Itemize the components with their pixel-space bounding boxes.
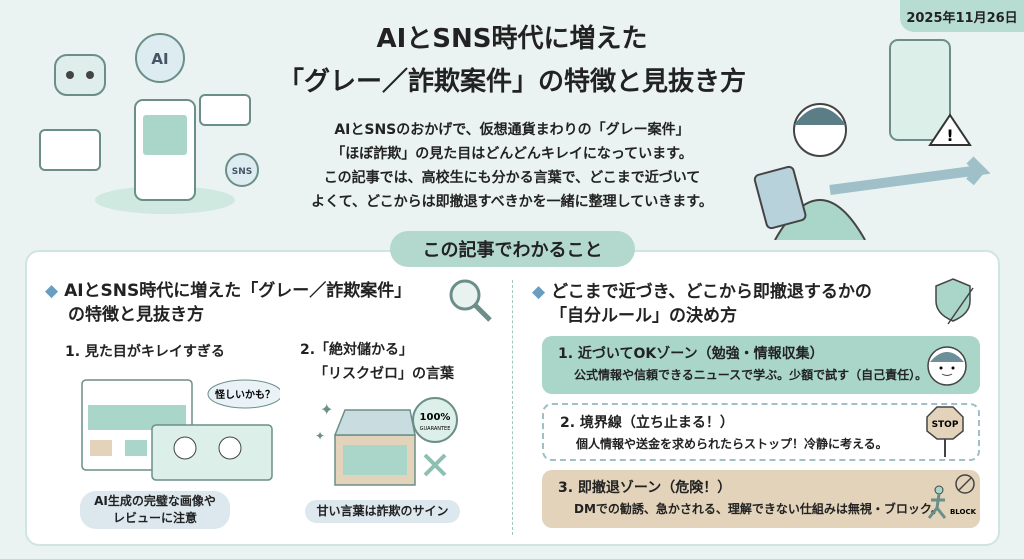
title-line: AIとSNS時代に増えた bbox=[376, 24, 648, 54]
warning-icon: ! bbox=[946, 126, 953, 145]
column-divider bbox=[512, 280, 513, 535]
intro-line: よくて、どこからは即撤退すべきかを一緒に整理していきます。 bbox=[311, 194, 713, 210]
diamond-icon: ◆ bbox=[532, 282, 546, 302]
website-illustration: 怪しいかも？ bbox=[81, 379, 280, 481]
person-with-tablet-illustration: ! bbox=[753, 39, 990, 240]
zone-title: 3. 即撤退ゾーン（危険！） bbox=[558, 480, 732, 496]
intro-line: AIとSNSのおかげで、仮想通貨まわりの「グレー案件」 bbox=[334, 122, 690, 138]
page-title: AIとSNS時代に増えた 「グレー／詐欺案件」の特徴と見抜き方 bbox=[200, 18, 824, 104]
zone-description: 個人情報や送金を求められたらストップ！冷静に考える。 bbox=[576, 437, 888, 451]
svg-text:✦: ✦ bbox=[320, 400, 333, 419]
heading-line: 「自分ルール」の決め方 bbox=[550, 306, 737, 326]
date-badge: 2025年11月26日 bbox=[900, 0, 1024, 32]
title-line: 「リスクゼロ」の言葉 bbox=[314, 366, 454, 382]
svg-text:✦: ✦ bbox=[315, 429, 325, 443]
smiling-face-icon bbox=[927, 346, 967, 386]
treasure-chest-illustration: ✦ ✦ 100% GUARANTEE bbox=[315, 397, 458, 486]
point1-title: 1. 見た目がキレイすぎる bbox=[65, 344, 225, 360]
svg-text:100%: 100% bbox=[420, 412, 451, 423]
right-heading: ◆どこまで近づき、どこから即撤退するかの 「自分ルール」の決め方 bbox=[532, 280, 872, 328]
title-line: 2.「絶対儲かる」 bbox=[300, 342, 414, 358]
svg-text:BLOCK: BLOCK bbox=[950, 508, 977, 516]
section-label: この記事でわかること bbox=[390, 231, 635, 267]
point2-title: 2.「絶対儲かる」 「リスクゼロ」の言葉 bbox=[300, 338, 454, 386]
svg-text:SNS: SNS bbox=[232, 167, 253, 177]
zone-boundary: 2. 境界線（立ち止まる！） 個人情報や送金を求められたらストップ！冷静に考える… bbox=[542, 403, 980, 461]
zone-ok: 1. 近づいてOKゾーン（勉強・情報収集） 公式情報や信頼できるニュースで学ぶ。… bbox=[542, 336, 980, 394]
stop-sign-icon: STOP bbox=[926, 406, 964, 457]
svg-text:AI: AI bbox=[151, 50, 168, 68]
block-runner-icon: BLOCK bbox=[927, 474, 977, 519]
heading-line: の特徴と見抜き方 bbox=[68, 305, 204, 325]
zone-description: 公式情報や信頼できるニュースで学ぶ。少額で試す（自己責任）。 bbox=[574, 368, 928, 382]
svg-text:怪しいかも？: 怪しいかも？ bbox=[215, 388, 275, 401]
svg-text:GUARANTEE: GUARANTEE bbox=[420, 426, 451, 432]
intro-text: AIとSNSのおかげで、仮想通貨まわりの「グレー案件」 「ほぼ詐欺」の見た目はど… bbox=[240, 118, 784, 214]
title-line: 「グレー／詐欺案件」の特徴と見抜き方 bbox=[277, 67, 746, 97]
zone-danger: 3. 即撤退ゾーン（危険！） DMでの勧誘、急かされる、理解できない仕組みは無視… bbox=[542, 470, 980, 528]
caption-line: レビューに注意 bbox=[112, 511, 197, 525]
diamond-icon: ◆ bbox=[45, 281, 59, 301]
caption-line: AI生成の完璧な画像や bbox=[94, 494, 216, 508]
zone-title: 1. 近づいてOKゾーン（勉強・情報収集） bbox=[558, 346, 824, 362]
zone-title: 2. 境界線（立ち止まる！） bbox=[560, 415, 734, 431]
heading-line: AIとSNS時代に増えた「グレー／詐欺案件」 bbox=[64, 281, 412, 301]
intro-line: この記事では、高校生にも分かる言葉で、どこまで近づいて bbox=[323, 170, 701, 186]
svg-text:STOP: STOP bbox=[932, 420, 959, 430]
shield-icon bbox=[935, 278, 974, 325]
heading-line: どこまで近づき、どこから即撤退するかの bbox=[551, 282, 872, 302]
point1-caption: AI生成の完璧な画像やレビューに注意 bbox=[80, 491, 230, 529]
zone-description: DMでの勧誘、急かされる、理解できない仕組みは無視・ブロック。 bbox=[574, 502, 943, 516]
magnifier-icon bbox=[449, 279, 492, 322]
left-heading: ◆AIとSNS時代に増えた「グレー／詐欺案件」 の特徴と見抜き方 bbox=[45, 279, 411, 327]
ai-sns-illustration: AI SNS bbox=[39, 33, 259, 214]
point2-caption: 甘い言葉は詐欺のサイン bbox=[305, 500, 460, 523]
intro-line: 「ほぼ詐欺」の見た目はどんどんキレイになっています。 bbox=[331, 146, 693, 162]
